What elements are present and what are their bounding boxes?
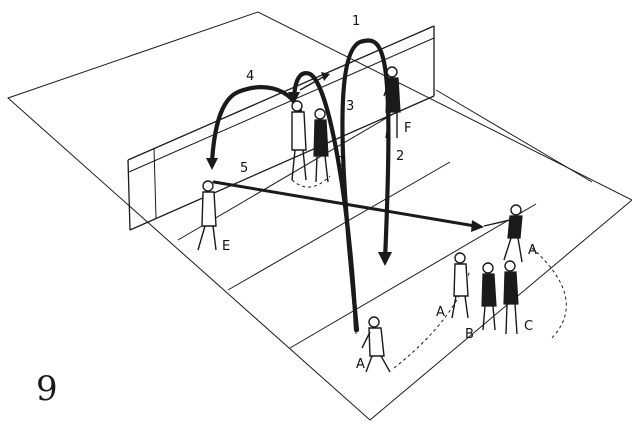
- arrow-trajectory-4: [206, 158, 218, 170]
- trajectory-1-2: [340, 38, 391, 333]
- net-post-left: [127, 159, 131, 231]
- trajectory-3: [291, 71, 359, 333]
- trajectory-label-3: 3: [346, 99, 354, 114]
- figure-number: 9: [36, 369, 58, 409]
- player-a-bottom: [361, 316, 391, 373]
- player-label-d: D: [336, 155, 346, 170]
- trajectory-label-2: 2: [396, 149, 404, 164]
- players: [197, 66, 523, 373]
- movement-path-queue-return: [531, 247, 567, 341]
- player-queue: [451, 252, 519, 335]
- attack-line-near: [227, 161, 451, 291]
- trajectory-label-5: 5: [240, 161, 248, 176]
- trajectory-5: [212, 180, 477, 228]
- player-d: [291, 100, 329, 183]
- arrow-spike: [321, 72, 330, 81]
- player-f: [383, 66, 401, 139]
- player-label-a-top: A: [528, 243, 537, 258]
- court-far-sideline: [435, 89, 593, 183]
- movement-paths: [291, 175, 567, 369]
- trajectory-label-4: 4: [246, 69, 254, 84]
- player-e: [197, 180, 217, 251]
- player-a-top: [483, 204, 523, 263]
- net-bottom-band: [129, 95, 435, 231]
- player-label-b: B: [465, 327, 474, 342]
- arrow-trajectory-3: [288, 92, 300, 104]
- player-label-a-queue: A: [436, 305, 445, 320]
- player-label-a-bottom: A: [356, 357, 365, 372]
- arrow-trajectory-5: [471, 220, 484, 232]
- player-label-e: E: [222, 239, 230, 254]
- court-center-line: [289, 203, 537, 349]
- trajectory-label-1: 1: [352, 14, 360, 29]
- ball-trajectories: [206, 38, 484, 334]
- net-strap-left: [153, 147, 157, 219]
- court: [7, 11, 632, 421]
- player-label-c: C: [524, 319, 533, 334]
- movement-path-d-approach: [291, 175, 331, 188]
- spike-path-f: [299, 75, 326, 91]
- court-outline: [7, 11, 632, 421]
- labels: 1 2 3 4 5 A A A B C D E F 9: [36, 14, 537, 409]
- player-label-f: F: [404, 121, 411, 136]
- trajectory-4: [209, 85, 306, 165]
- arrow-trajectory-2: [378, 252, 392, 266]
